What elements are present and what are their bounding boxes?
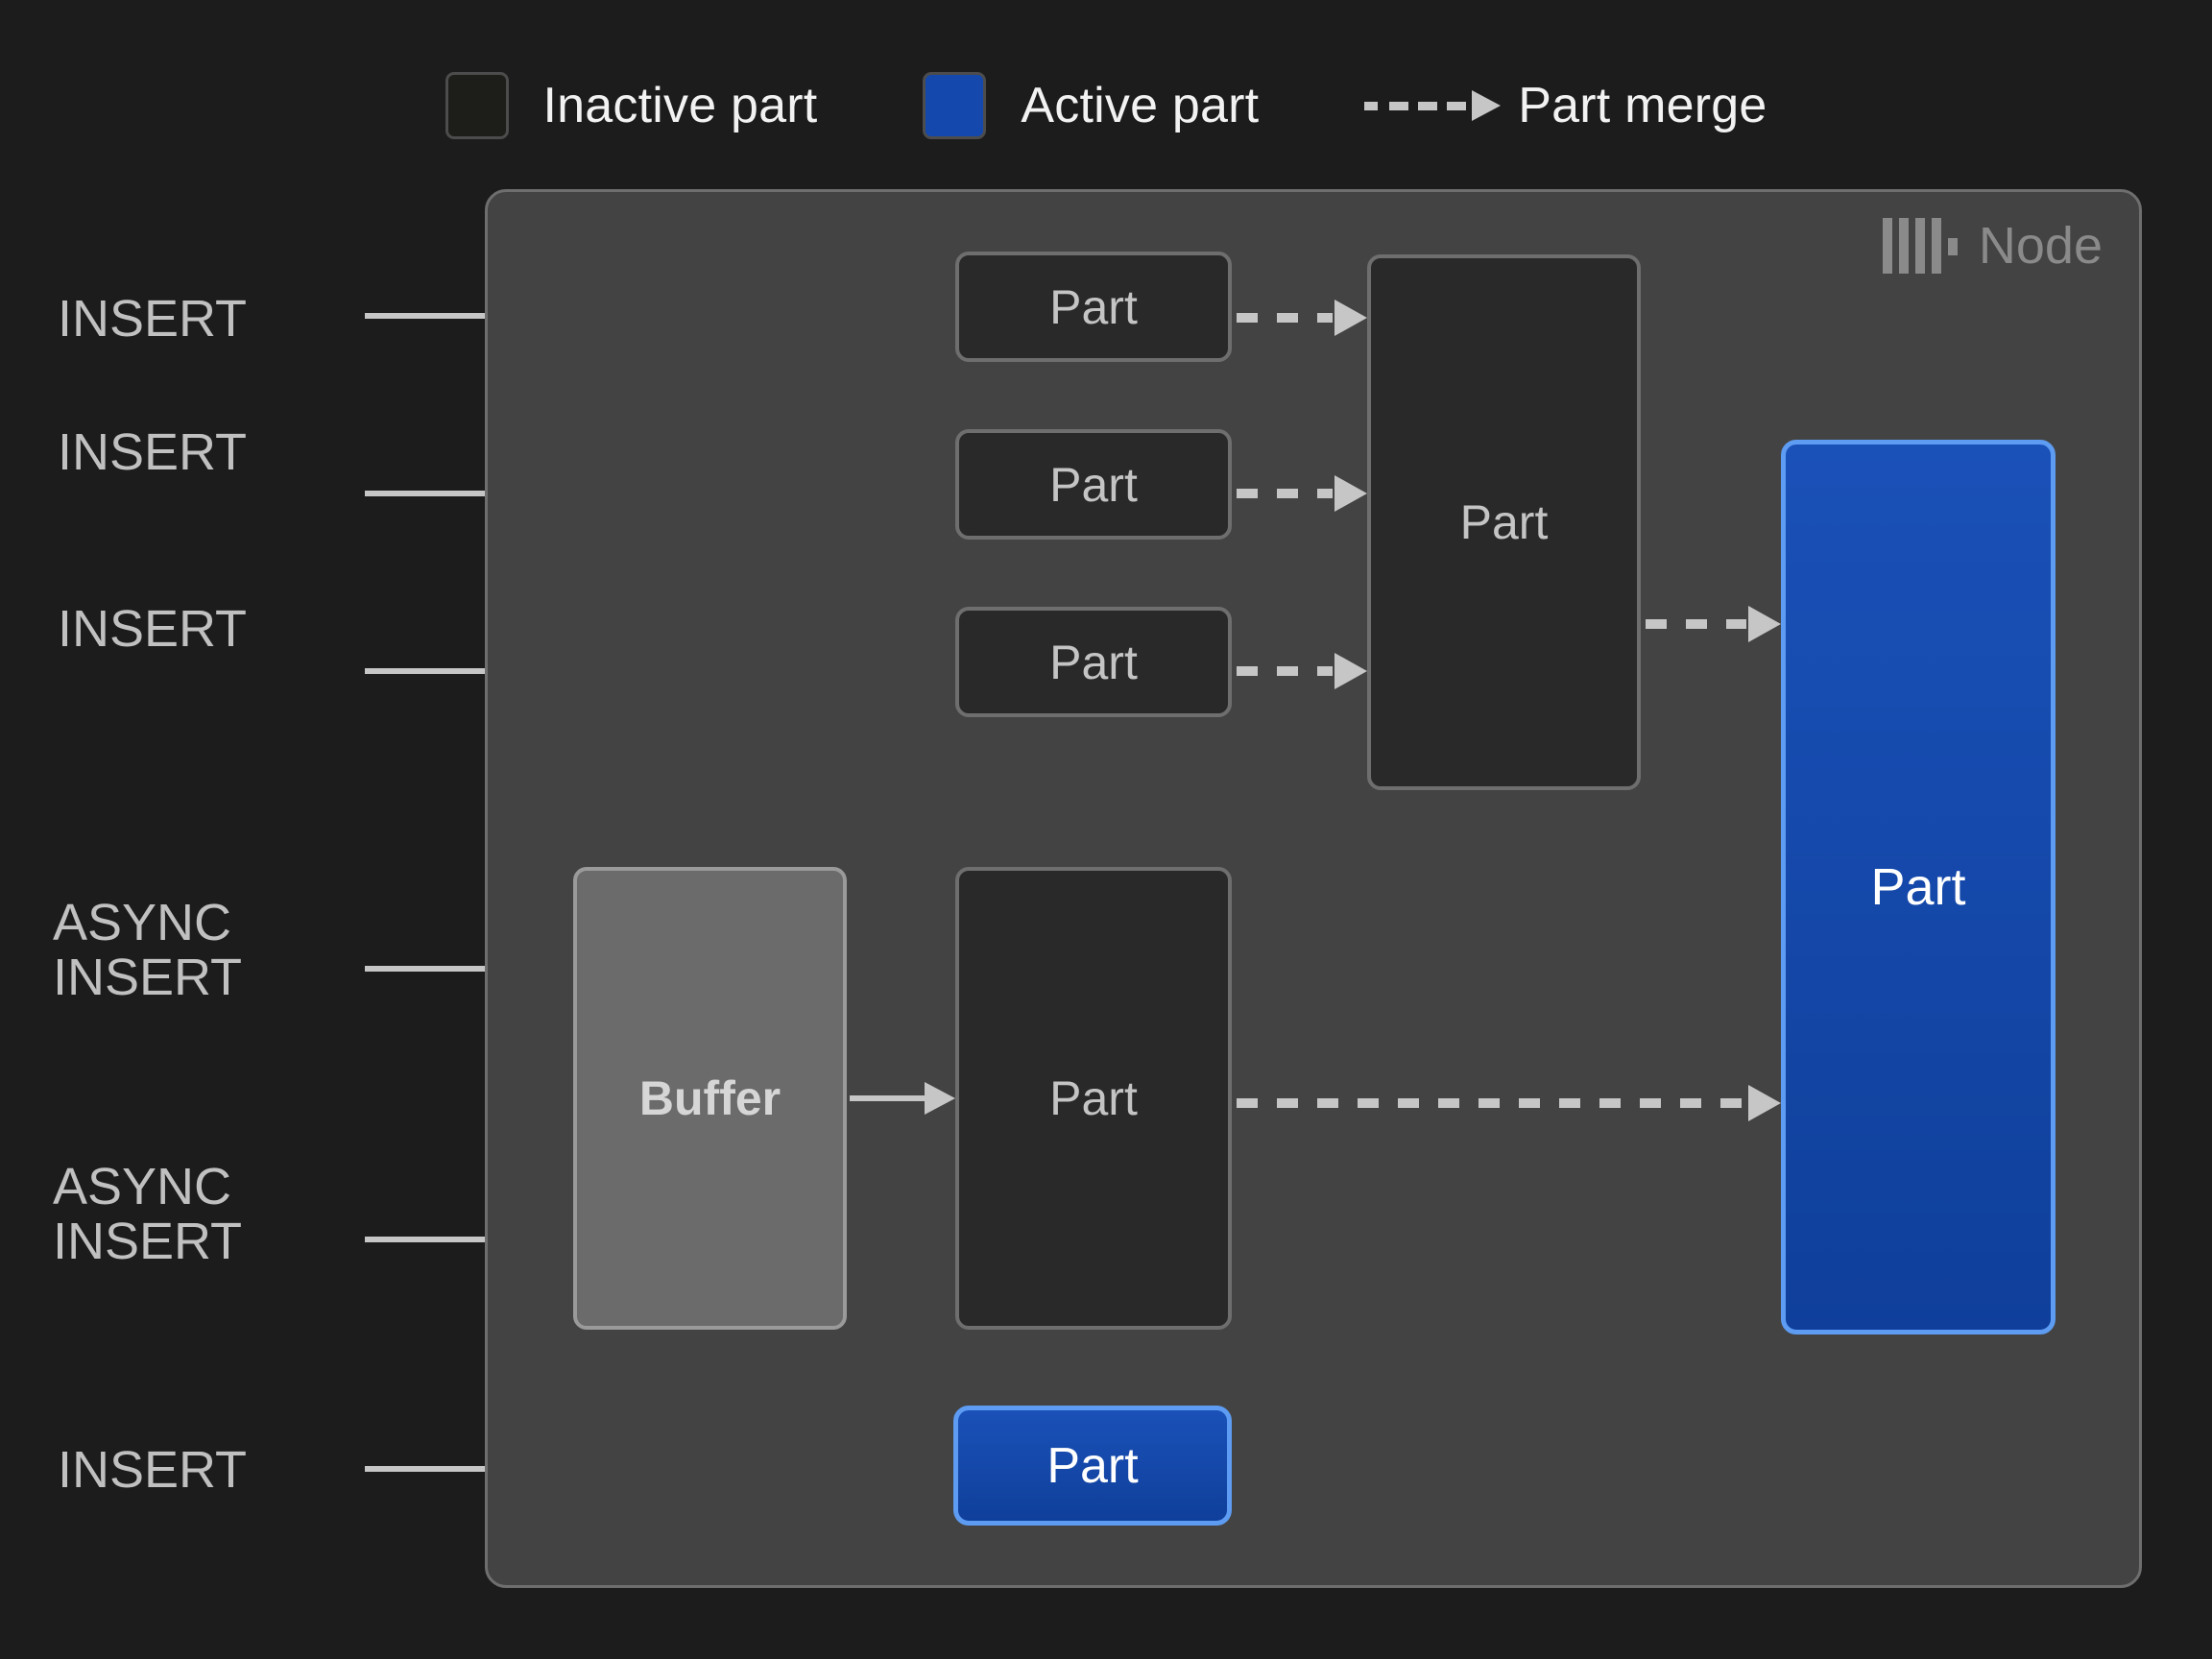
input-label-async-insert-1: ASYNC INSERT [53, 894, 243, 1007]
input-label-insert-3: INSERT [58, 600, 248, 658]
legend-item-inactive-part: Inactive part [445, 72, 818, 139]
input-label-insert-1: INSERT [58, 290, 248, 348]
part-box-label: Part [1046, 1437, 1139, 1494]
part-box-label: Part [1870, 858, 1966, 916]
part-box-active-small[interactable]: Part [953, 1406, 1232, 1526]
input-label-async-insert-2: ASYNC INSERT [53, 1158, 243, 1271]
merge-arrow-part-1-to-merged [1237, 300, 1367, 336]
legend-item-part-merge: Part merge [1364, 77, 1767, 134]
part-box-initial-1[interactable]: Part [955, 252, 1232, 362]
part-box-label: Part [1049, 279, 1138, 334]
part-box-from-buffer[interactable]: Part [955, 867, 1232, 1330]
merge-arrow-part-2-to-merged [1237, 475, 1367, 512]
part-box-label: Part [1049, 1071, 1138, 1125]
dashed-arrow-icon [1364, 90, 1502, 121]
legend-label-inactive-part: Inactive part [542, 78, 818, 133]
buffer-box[interactable]: Buffer [573, 867, 847, 1330]
active-part-swatch-icon [923, 72, 987, 139]
legend-item-active-part: Active part [923, 72, 1259, 139]
legend-label-active-part: Active part [1021, 78, 1260, 133]
part-box-label: Part [1049, 457, 1138, 512]
part-box-active-large[interactable]: Part [1781, 440, 2056, 1334]
part-box-label: Part [1459, 495, 1549, 549]
merge-arrow-part-3-to-merged [1237, 653, 1367, 689]
node-badge-label: Node [1978, 217, 2103, 275]
input-label-insert-4: INSERT [58, 1441, 248, 1499]
part-box-initial-2[interactable]: Part [955, 429, 1232, 540]
node-badge: Node [1882, 217, 2103, 275]
input-label-insert-2: INSERT [58, 423, 248, 481]
part-box-merged[interactable]: Part [1367, 254, 1641, 790]
inactive-part-swatch-icon [445, 72, 509, 139]
clickhouse-logo-icon [1882, 218, 1958, 274]
buffer-box-label: Buffer [638, 1071, 781, 1125]
part-box-initial-3[interactable]: Part [955, 607, 1232, 717]
legend-label-part-merge: Part merge [1518, 78, 1767, 133]
part-box-label: Part [1049, 635, 1138, 689]
merge-arrow-merged-to-active [1646, 606, 1781, 642]
legend: Inactive part Active part Part merge [0, 53, 2212, 158]
arrow-buffer-to-part [850, 1082, 955, 1115]
merge-arrow-buffer-part-to-active [1237, 1085, 1781, 1121]
